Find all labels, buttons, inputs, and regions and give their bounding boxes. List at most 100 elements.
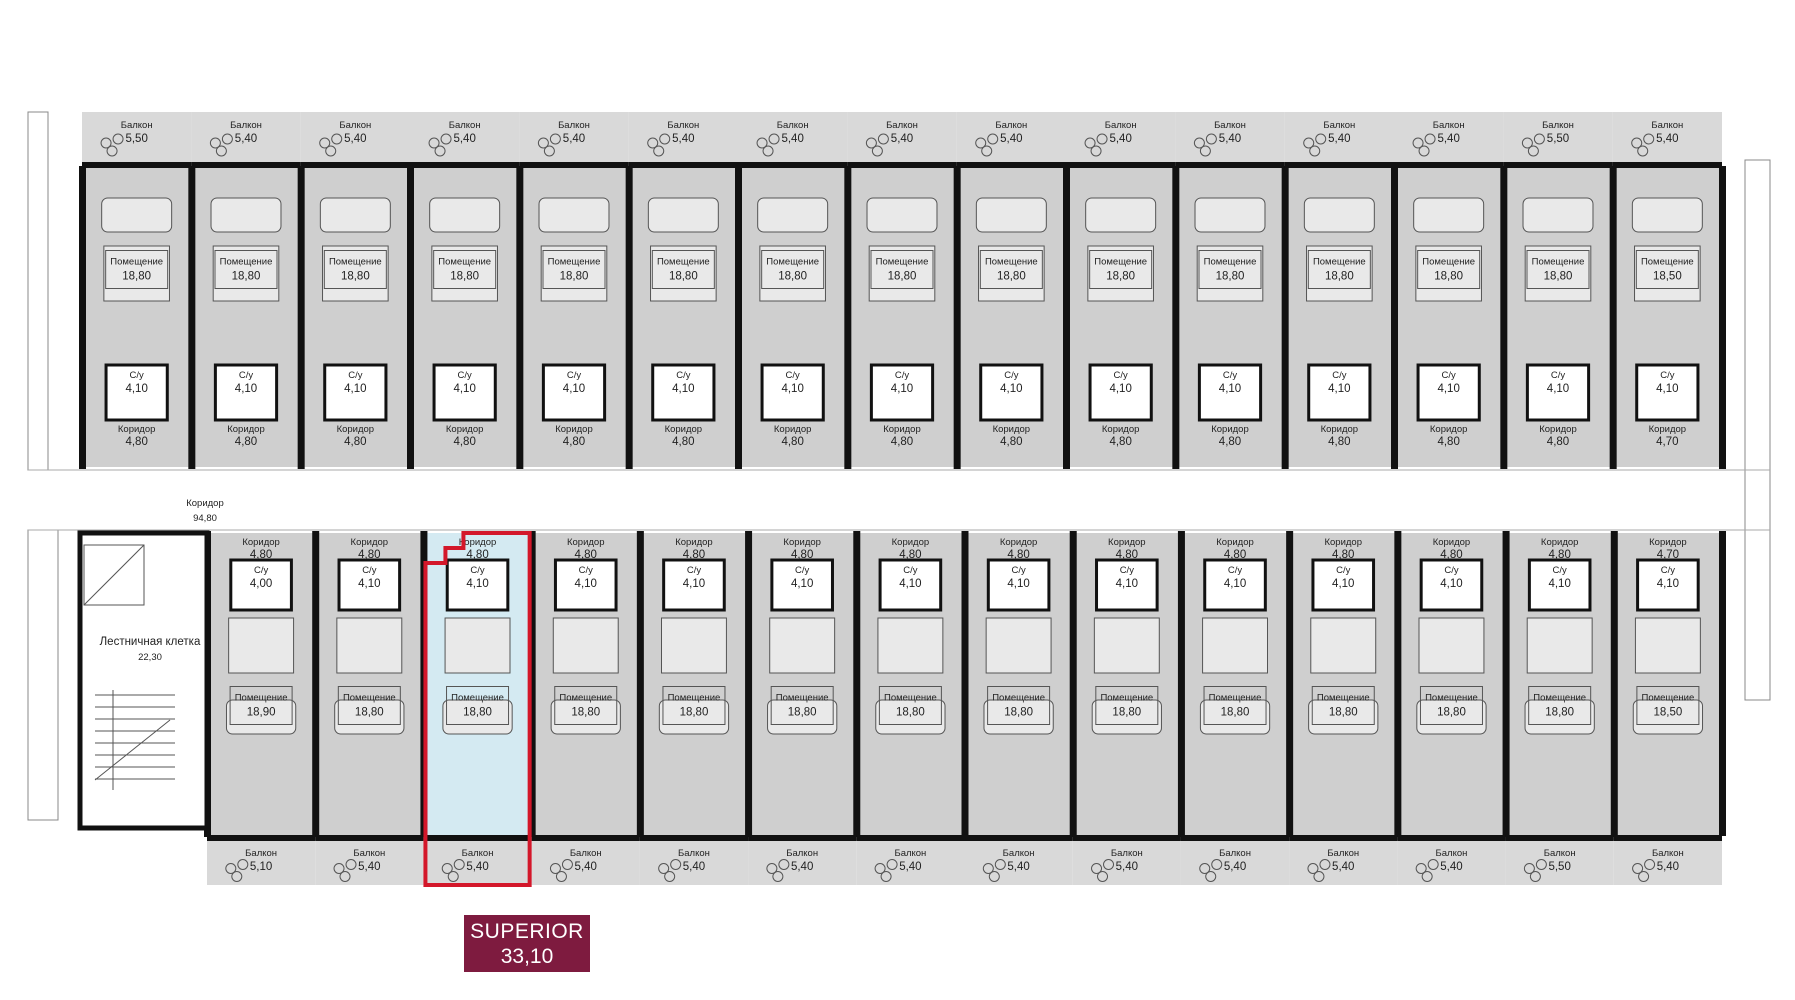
top_units-unit[interactable]: Балкон5,50Помещение18,80С/у4,10Коридор4,… <box>79 112 192 469</box>
top_units-unit[interactable]: Балкон5,50Помещение18,80С/у4,10Коридор4,… <box>1500 112 1613 469</box>
selected-unit-outline[interactable] <box>423 531 532 887</box>
partition-wall <box>516 166 524 469</box>
room-label-frame <box>1636 686 1700 725</box>
bed-icon <box>336 617 403 674</box>
top_units-unit[interactable]: Балкон5,40Помещение18,80С/у4,10Коридор4,… <box>1391 112 1504 469</box>
bath-area-value: 4,10 <box>1547 383 1569 395</box>
chair-icon <box>345 859 357 870</box>
top_units-unit[interactable]: Балкон5,40Помещение18,80С/у4,10Коридор4,… <box>516 112 629 469</box>
bottom_units-unit[interactable]: Балкон5,40Помещение18,80С/у4,10Коридор4,… <box>1177 531 1290 885</box>
top_units-unit[interactable]: Балкон5,40Помещение18,80С/у4,10Коридор4,… <box>1172 112 1285 469</box>
top_units-unit[interactable]: Балкон5,40Помещение18,80С/у4,10Коридор4,… <box>188 112 301 469</box>
top_units-unit[interactable]: Балкон5,40Помещение18,50С/у4,10Коридор4,… <box>1609 112 1722 469</box>
bottom_units-unit[interactable]: Балкон5,10Помещение18,90С/у4,00Коридор4,… <box>204 531 316 885</box>
balcony-area <box>1397 840 1506 885</box>
chair-icon <box>441 863 453 874</box>
bath-area-value: 4,10 <box>344 383 366 395</box>
top_units-unit[interactable]: Балкон5,40Помещение18,80С/у4,10Коридор4,… <box>1063 112 1176 469</box>
chair-icon <box>1315 133 1327 145</box>
chair-icon <box>1643 133 1655 145</box>
partition-wall <box>625 166 633 469</box>
bottom_units-unit[interactable]: Балкон5,40Помещение18,80С/у4,10Коридор4,… <box>745 531 857 885</box>
sofa-icon <box>334 699 405 735</box>
chair-icon <box>225 863 237 874</box>
chair-icon <box>659 133 671 145</box>
hall-area-value: 4,80 <box>125 436 147 448</box>
room-area-value: 18,80 <box>788 707 817 719</box>
bath-label: С/у <box>362 565 377 576</box>
room-area-value: 18,80 <box>680 707 709 719</box>
partition-wall <box>953 166 961 469</box>
balcony-area-value: 5,40 <box>1437 133 1459 145</box>
top_units-unit[interactable]: Балкон5,40Помещение18,80С/у4,10Коридор4,… <box>953 112 1066 469</box>
hall-area-value: 4,80 <box>1219 436 1241 448</box>
balcony-area-value: 5,40 <box>1116 861 1138 873</box>
balcony-label: Балкон <box>777 120 809 131</box>
top_units-unit[interactable]: Балкон5,40Помещение18,80С/у4,10Коридор4,… <box>1281 112 1394 469</box>
top_units-unit[interactable]: Балкон5,40Помещение18,80С/у4,10Коридор4,… <box>407 112 520 469</box>
top_units-unit[interactable]: Балкон5,40Помещение18,80С/у4,10Коридор4,… <box>844 112 957 469</box>
bottom_units-unit[interactable]: Балкон5,40Помещение18,80С/у4,10Коридор4,… <box>528 531 640 885</box>
bathroom-box <box>878 558 943 612</box>
chair-icon <box>428 137 440 149</box>
room-label: Помещение <box>235 693 288 704</box>
facade-wall <box>856 835 965 841</box>
bottom_units-unit[interactable]: Балкон5,40Помещение18,80С/у4,10Коридор4,… <box>961 531 1073 885</box>
table-icon <box>1529 871 1541 882</box>
room-label-frame <box>1307 250 1371 289</box>
selected-unit-badge[interactable]: SUPERIOR 33,10 <box>464 915 590 972</box>
bath-area-value: 4,10 <box>563 383 585 395</box>
hall-label: Коридор <box>337 424 375 435</box>
table-icon <box>1637 145 1649 157</box>
balcony-area <box>1284 112 1394 162</box>
bathroom-box <box>323 363 388 422</box>
table-icon <box>762 145 774 157</box>
chair-icon <box>756 137 768 149</box>
facade-wall <box>1175 162 1285 168</box>
table-icon <box>1421 871 1433 882</box>
chair-icon <box>319 137 331 149</box>
balcony-area <box>1289 840 1398 885</box>
room-area-value: 18,80 <box>997 271 1026 283</box>
bathroom-box <box>1197 363 1263 422</box>
hall-label: Коридор <box>675 537 713 548</box>
table-icon <box>1418 145 1430 157</box>
balcony-area <box>847 112 957 162</box>
bottom_units-unit[interactable]: Балкон5,40Помещение18,80С/у4,10Коридор4,… <box>636 531 749 885</box>
room-label-frame <box>1311 686 1375 725</box>
balcony-area <box>639 840 749 885</box>
top_units-unit[interactable]: Балкон5,40Помещение18,80С/у4,10Коридор4,… <box>297 112 410 469</box>
partition-wall <box>1063 166 1070 469</box>
bottom_units-unit[interactable]: Балкон5,50Помещение18,80С/у4,10Коридор4,… <box>1502 531 1614 885</box>
partition-wall <box>1394 531 1402 837</box>
bath-label: С/у <box>1336 565 1351 576</box>
bottom_units-unit[interactable]: Балкон5,40Помещение18,50С/у4,10Коридор4,… <box>1610 531 1722 885</box>
balcony-label: Балкон <box>886 120 918 131</box>
bed-icon <box>212 245 280 302</box>
top_units-unit[interactable]: Балкон5,40Помещение18,80С/у4,10Коридор4,… <box>625 112 738 469</box>
room-label: Помещение <box>548 257 601 268</box>
balcony-label: Балкон <box>894 848 926 859</box>
top_units-unit[interactable]: Балкон5,40Помещение18,80С/у4,10Коридор4,… <box>735 112 848 469</box>
bathroom-box <box>337 558 402 612</box>
bottom_units-unit[interactable]: Балкон5,40Помещение18,80С/у4,10Коридор4,… <box>1069 531 1181 885</box>
bottom_units-unit[interactable]: Балкон5,40Помещение18,80С/у4,10Коридор4,… <box>1394 531 1506 885</box>
room-label-frame <box>870 250 934 289</box>
balcony-area <box>748 840 857 885</box>
bath-area-value: 4,10 <box>1000 383 1022 395</box>
bottom_units-unit[interactable]: Балкон5,40Помещение18,80С/у4,10Коридор4,… <box>853 531 965 885</box>
bottom_units-unit[interactable]: Балкон5,40Помещение18,80С/у4,10Коридор4,… <box>312 531 424 885</box>
bottom_units-unit[interactable]: Балкон5,40Помещение18,80С/у4,10Коридор4,… <box>1286 531 1398 885</box>
room-label: Помещение <box>1100 693 1153 704</box>
room-label-frame <box>1419 686 1483 725</box>
facade-wall <box>531 835 640 841</box>
bed-icon <box>1202 617 1268 674</box>
bottom_units-unit[interactable]: Балкон5,40Помещение18,80С/у4,10Коридор4,… <box>420 531 532 885</box>
room-label-frame <box>1203 686 1267 725</box>
bathroom-box <box>1095 558 1159 612</box>
bathroom-box <box>662 558 726 612</box>
balcony-label: Балкон <box>995 120 1027 131</box>
chair-icon <box>549 863 561 874</box>
hall-area-value: 4,80 <box>683 549 705 561</box>
facade-wall <box>423 835 532 841</box>
